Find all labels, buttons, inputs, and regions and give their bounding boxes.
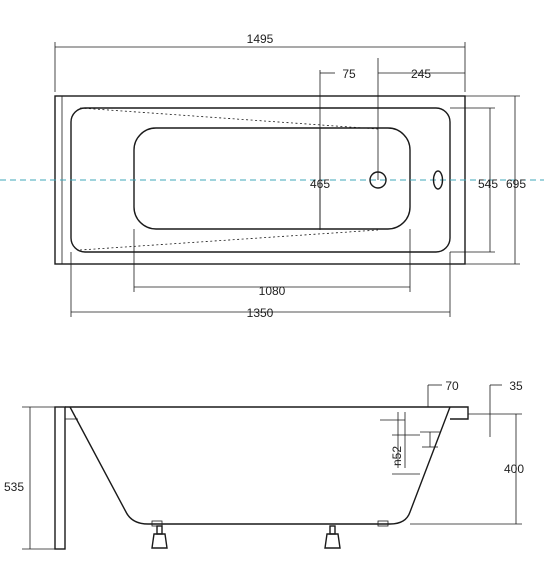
drain-icon xyxy=(369,171,387,189)
dim-inner-width: 465 xyxy=(310,128,330,229)
dim-height-total: 535 xyxy=(4,406,55,550)
dim-label-rim-offset: 70 xyxy=(445,379,459,393)
dim-label-inner-length: 1350 xyxy=(247,306,274,320)
foot-bracket-right xyxy=(377,520,389,527)
dim-label-bottom-length: 1080 xyxy=(259,284,286,298)
waste-overflow-pipe xyxy=(380,412,440,468)
dim-label-drain-height: n52 xyxy=(390,446,404,466)
dim-bottom-length: 1080 xyxy=(133,229,411,298)
side-view: n52 535 70 35 400 xyxy=(4,379,524,550)
top-view: 1495 75 245 465 xyxy=(0,32,544,320)
slope-line-bottom xyxy=(79,229,379,251)
dim-label-inner-outer-width: 545 xyxy=(478,177,498,191)
dim-label-depth: 400 xyxy=(504,462,524,476)
dim-depth: 400 xyxy=(410,413,524,525)
dim-drain-height: n52 xyxy=(390,434,420,475)
dim-label-overflow-offset: 75 xyxy=(342,67,356,81)
slope-line-top xyxy=(79,107,379,130)
dim-rim-offset: 70 xyxy=(427,379,459,407)
dim-rim-thickness: 35 xyxy=(489,379,523,437)
leg-left xyxy=(151,525,168,549)
leg-right xyxy=(324,525,341,549)
overflow-icon xyxy=(432,170,444,190)
dim-label-drain-offset: 245 xyxy=(411,67,431,81)
dim-overall-width: 695 xyxy=(465,95,526,265)
dim-label-overall-length: 1495 xyxy=(247,32,274,46)
dim-label-height-total: 535 xyxy=(4,480,24,494)
dim-label-rim-thickness: 35 xyxy=(509,379,523,393)
tub-bottom xyxy=(133,127,411,230)
dim-inner-outer-width: 545 xyxy=(450,107,498,253)
dim-overall-length: 1495 xyxy=(54,32,466,92)
dim-label-inner-width: 465 xyxy=(310,177,330,191)
dim-label-overall-width: 695 xyxy=(506,177,526,191)
side-rim xyxy=(65,406,469,420)
apron-panel xyxy=(54,406,66,550)
dim-overflow-drain-offsets: 75 245 xyxy=(319,58,465,230)
dim-inner-length: 1350 xyxy=(70,252,451,320)
